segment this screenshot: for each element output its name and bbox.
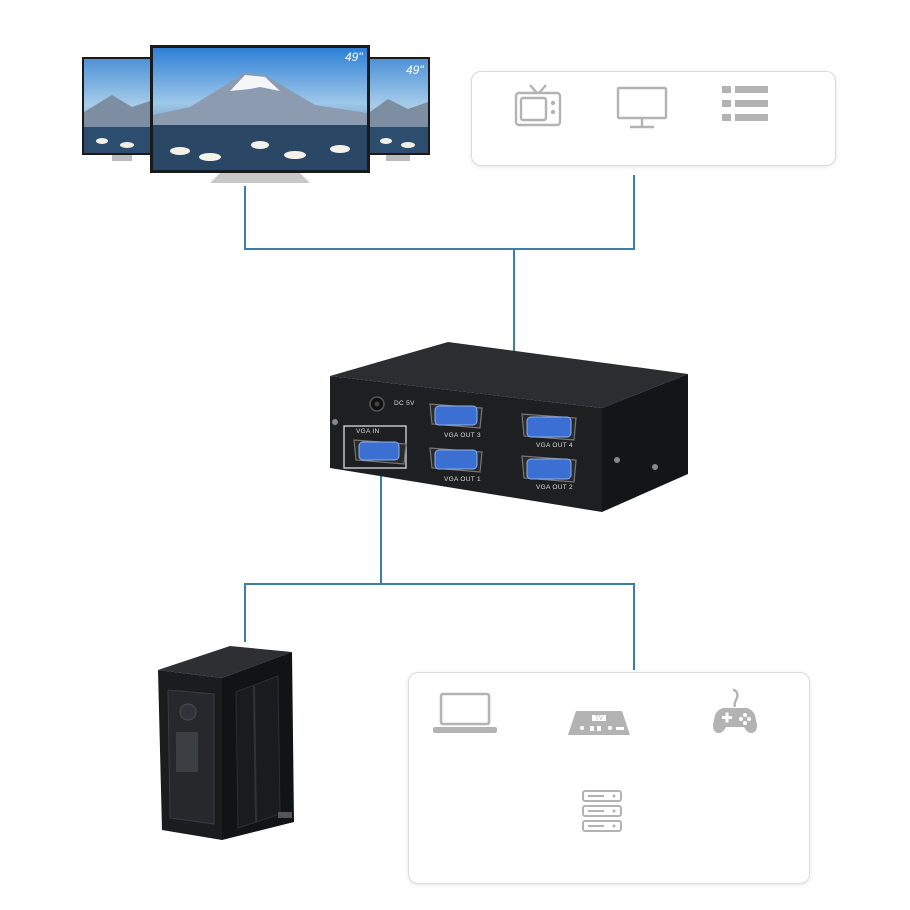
vga-out-2-label: VGA OUT 2 bbox=[536, 484, 573, 491]
vga-out-3-label: VGA OUT 3 bbox=[444, 432, 481, 439]
server-icon bbox=[581, 789, 623, 833]
size-label-center: 49" bbox=[345, 50, 363, 64]
size-label-right: 49" bbox=[406, 63, 424, 77]
vga-out-1-label: VGA OUT 1 bbox=[444, 476, 481, 483]
laptop-icon bbox=[431, 691, 499, 735]
monitor-center bbox=[150, 45, 370, 183]
tv-box-icon: TV bbox=[566, 707, 632, 739]
monitor-icon bbox=[616, 86, 668, 130]
pc-tower bbox=[158, 646, 294, 840]
vga-in-label: VGA IN bbox=[356, 428, 380, 435]
monitor-left bbox=[82, 57, 158, 161]
list-icon bbox=[722, 86, 768, 122]
output-devices-panel bbox=[471, 71, 836, 166]
power-label: DC 5V bbox=[394, 400, 415, 407]
tv-icon bbox=[514, 83, 562, 129]
gamepad-icon bbox=[709, 687, 761, 739]
monitor-group: 49" 49" bbox=[80, 45, 432, 185]
monitor-right bbox=[368, 57, 430, 161]
vga-out-4-label: VGA OUT 4 bbox=[536, 442, 573, 449]
svg-text:TV: TV bbox=[595, 716, 603, 722]
splitter-body bbox=[330, 342, 688, 512]
vga-splitter: DC 5V VGA IN VGA OUT 3 VGA OUT 1 VGA OUT… bbox=[330, 342, 690, 512]
input-devices-panel: TV bbox=[408, 672, 810, 884]
